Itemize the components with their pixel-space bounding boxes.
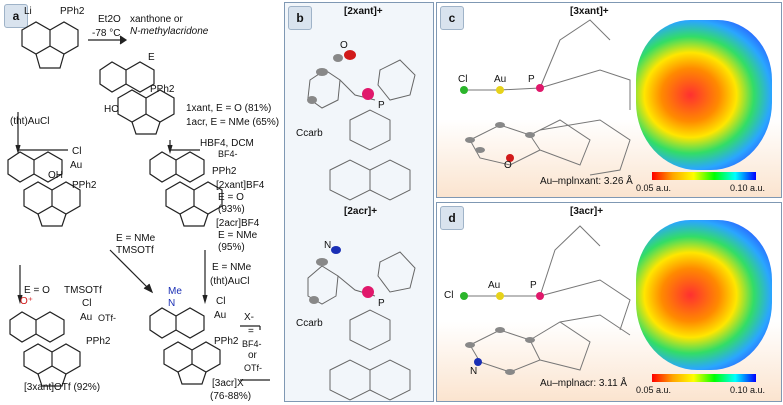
panel-d-label: d (440, 206, 464, 230)
panel-b-title-top: [2xant]+ (344, 6, 383, 17)
prod3x-name: [3xant]OTf (92%) (24, 382, 101, 393)
start-pph2-label: PPh2 (60, 6, 85, 17)
intermediate-ho: HO (104, 104, 119, 115)
start-ring2 (49, 21, 79, 55)
panel-c-p: P (528, 74, 535, 85)
reagent-acridone: N-methylacridone (130, 26, 209, 37)
prod3x-o: O⁺ (20, 296, 34, 307)
panel-d-au: Au (488, 280, 501, 291)
mid-2acr-yield: (95%) (218, 242, 245, 253)
panel-b-carb-top: Ccarb (296, 128, 323, 139)
product-1-acr: 1acr, E = NMe (65%) (186, 117, 280, 128)
reagent-thtaucl: (tht)AuCl (10, 116, 50, 127)
panel-d-p: P (530, 280, 537, 291)
intermediate-pph2: PPh2 (150, 84, 175, 95)
panel-b-n-label: N (324, 240, 332, 251)
cond-enme2: E = NMe (212, 262, 252, 273)
product-1-xant: 1xant, E = O (81%) (186, 103, 272, 114)
panel-c-o: O (504, 160, 512, 171)
reagent-et2o: Et2O (98, 14, 121, 25)
cond-enme: E = NMe (116, 233, 156, 244)
panel-b-p-label: P (378, 100, 385, 111)
panel-d-color-scale (652, 374, 756, 382)
prod3a-bf4: BF4- (242, 339, 262, 349)
reagent-temp: -78 °C (92, 28, 121, 39)
left-cl: Cl (72, 146, 82, 157)
panel-d-scale-min: 0.05 a.u. (636, 385, 672, 395)
panel-c-esp-map (636, 20, 772, 170)
panel-d-scale-max: 0.10 a.u. (730, 385, 766, 395)
prod3a-cl: Cl (216, 296, 226, 307)
panel-c-color-scale (652, 172, 756, 180)
left-au: Au (70, 160, 83, 171)
panel-c-title: [3xant]+ (570, 6, 609, 17)
mid-2xant-e: E = O (218, 192, 244, 203)
panel-d-cl: Cl (444, 290, 454, 301)
prod3a-name: [3acr]X (212, 378, 244, 389)
cond-tmsotf2: TMSOTf (116, 245, 154, 256)
prod3x-pph2: PPh2 (86, 336, 111, 347)
panel-c-au: Au (494, 74, 507, 85)
reagent-hbf4: HBF4, DCM (200, 138, 254, 149)
intermediate-e: E (148, 52, 155, 63)
prod3x-au: Au (80, 312, 93, 323)
cond-thtaucl2: (tht)AuCl (210, 276, 250, 287)
panel-d-n: N (470, 366, 478, 377)
mid-2acr-e: E = NMe (218, 230, 258, 241)
prod3a-or: or (248, 350, 257, 361)
start-bridge (35, 53, 65, 69)
panel-b-label: b (288, 6, 312, 30)
prod3a-n: N (168, 298, 176, 309)
reagent-xanthone: xanthone or (130, 14, 183, 25)
panel-c-label: c (440, 6, 464, 30)
prod3a-eq: = (248, 326, 254, 337)
start-li-label: Li (24, 6, 32, 17)
cond-eo: E = O (24, 285, 50, 296)
prod3x-otf: OTf- (98, 313, 116, 323)
panel-b-o-label: O (340, 40, 348, 51)
prod3a-pph2: PPh2 (214, 336, 239, 347)
prod3a-otf: OTf- (244, 363, 262, 373)
mid-2xant-yield: (93%) (218, 204, 245, 215)
mid-2acr: [2acr]BF4 (216, 218, 260, 229)
panel-c-cl: Cl (458, 74, 468, 85)
mid-2xant: [2xant]BF4 (216, 180, 265, 191)
prod3a-yield: (76-88%) (210, 391, 252, 402)
left-oh: OH (48, 170, 63, 181)
panel-c-scale-min: 0.05 a.u. (636, 183, 672, 193)
mid-bf4: BF4- (218, 149, 238, 159)
panel-d-esp-map (636, 220, 772, 370)
prod3a-x: X- (244, 312, 254, 323)
panel-b-title-bottom: [2acr]+ (344, 206, 378, 217)
cond-tmsotf: TMSOTf (64, 285, 102, 296)
panel-a-label: a (4, 4, 28, 28)
prod3x-cl: Cl (82, 298, 92, 309)
mid-pph2: PPh2 (212, 166, 237, 177)
panel-b-p-label2: P (378, 298, 385, 309)
panel-d-distance: Au–mplnacr: 3.11 Å (540, 378, 628, 389)
left-pph2: PPh2 (72, 180, 97, 191)
panel-b-carb-bottom: Ccarb (296, 318, 323, 329)
panel-d-title: [3acr]+ (570, 206, 604, 217)
panel-c-distance: Au–mplnxant: 3.26 Å (540, 176, 633, 187)
prod3a-me: Me (168, 286, 182, 297)
arrow-diag (109, 249, 151, 291)
prod3a-au: Au (214, 310, 227, 321)
panel-c-scale-max: 0.10 a.u. (730, 183, 766, 193)
